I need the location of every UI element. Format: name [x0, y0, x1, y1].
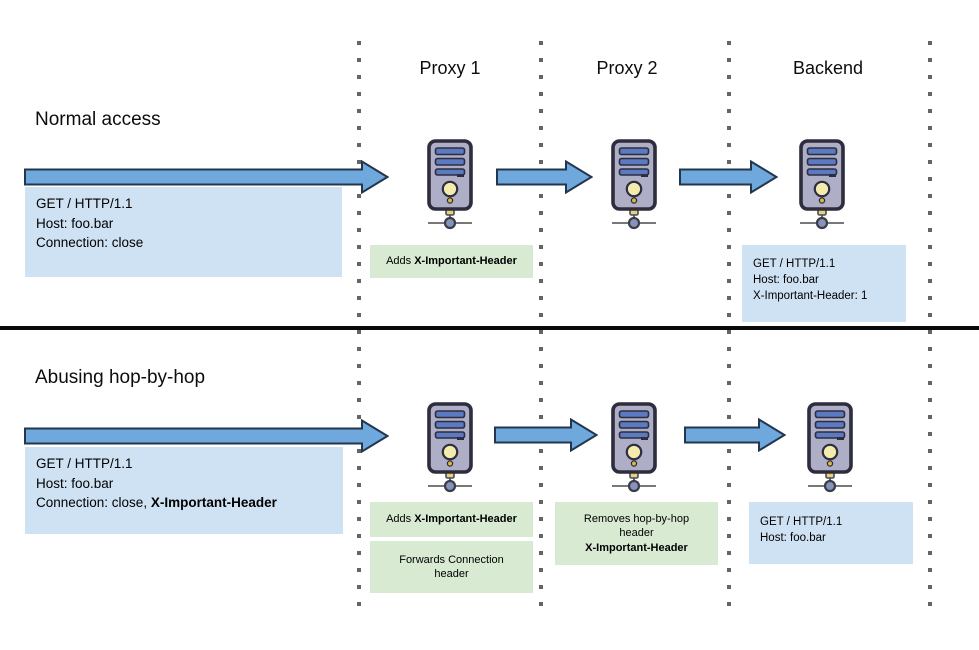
section-title-abuse: Abusing hop-by-hop	[35, 367, 206, 388]
note-line: header	[434, 568, 469, 580]
request-line-plain: Connection: close,	[36, 495, 151, 510]
request-line: X-Important-Header: 1	[753, 290, 868, 302]
server-icon-proxy1-top	[419, 139, 481, 239]
flow-arrow-right	[24, 160, 389, 194]
request-line: GET / HTTP/1.1	[760, 516, 843, 528]
lane-separator-4	[928, 41, 932, 608]
flow-arrow-right	[494, 418, 598, 452]
request-line: GET / HTTP/1.1	[753, 258, 836, 270]
request-line: GET / HTTP/1.1	[36, 456, 133, 471]
note-text: Removes hop-by-hop header X-Important-He…	[584, 512, 689, 556]
request-box-normal-client: GET / HTTP/1.1 Host: foo.bar Connection:…	[25, 187, 342, 277]
note-text-plain: Adds	[386, 513, 415, 526]
note-box-proxy1-adds: Adds X-Important-Header	[370, 245, 533, 278]
server-tower-icon	[427, 139, 473, 230]
note-box-proxy1-forwards: Forwards Connection header	[370, 541, 533, 593]
note-line: header	[619, 527, 654, 540]
server-icon-proxy2-top	[603, 139, 665, 239]
flow-arrow-right	[684, 418, 786, 452]
lane-separator-1	[357, 41, 361, 608]
server-tower-icon	[427, 402, 473, 493]
note-line: Removes hop-by-hop	[583, 512, 690, 525]
note-box-proxy1-adds-abuse: Adds X-Important-Header	[370, 502, 533, 537]
request-line: Host: foo.bar	[753, 274, 819, 286]
request-line: GET / HTTP/1.1	[36, 196, 133, 211]
note-line-bold: X-Important-Header	[585, 541, 688, 554]
flow-arrow-right	[679, 160, 778, 194]
note-text: Forwards Connection header	[399, 553, 504, 582]
note-text-bold: X-Important-Header	[414, 255, 517, 268]
lane-separator-2	[539, 41, 543, 608]
server-tower-icon	[611, 139, 657, 230]
note-text: Adds X-Important-Header	[386, 254, 517, 269]
request-line: Host: foo.bar	[36, 215, 114, 231]
note-text-bold: X-Important-Header	[414, 513, 517, 526]
note-line: Forwards Connection	[399, 553, 504, 566]
column-header-backend: Backend	[792, 58, 864, 78]
flow-arrow-right	[24, 419, 389, 453]
server-tower-icon	[807, 402, 853, 493]
server-icon-proxy1-bottom	[419, 402, 481, 502]
server-icon-backend-top	[791, 139, 853, 239]
request-line: Host: foo.bar	[760, 532, 826, 544]
note-box-proxy2-removes: Removes hop-by-hop header X-Important-He…	[555, 502, 718, 565]
server-icon-proxy2-bottom	[603, 402, 665, 502]
request-line: Connection: close, X-Important-Header	[36, 493, 332, 513]
request-line: Connection: close	[36, 235, 144, 250]
request-line: Host: foo.bar	[36, 475, 114, 491]
note-text: Adds X-Important-Header	[386, 512, 517, 527]
request-box-abuse-client: GET / HTTP/1.1 Host: foo.bar Connection:…	[25, 447, 343, 534]
column-header-proxy1: Proxy 1	[419, 58, 481, 78]
lane-separator-3	[727, 41, 731, 608]
note-text-plain: Adds	[386, 255, 415, 268]
server-tower-icon	[799, 139, 845, 230]
section-title-normal: Normal access	[35, 109, 161, 130]
request-box-abuse-backend: GET / HTTP/1.1 Host: foo.bar	[749, 502, 913, 564]
flow-arrow-right	[496, 160, 593, 194]
column-header-proxy2: Proxy 2	[596, 58, 658, 78]
server-icon-backend-bottom	[799, 402, 861, 502]
section-divider	[0, 326, 979, 330]
server-tower-icon	[611, 402, 657, 493]
request-line-bold: X-Important-Header	[150, 495, 277, 510]
request-box-normal-backend: GET / HTTP/1.1 Host: foo.bar X-Important…	[742, 245, 906, 322]
